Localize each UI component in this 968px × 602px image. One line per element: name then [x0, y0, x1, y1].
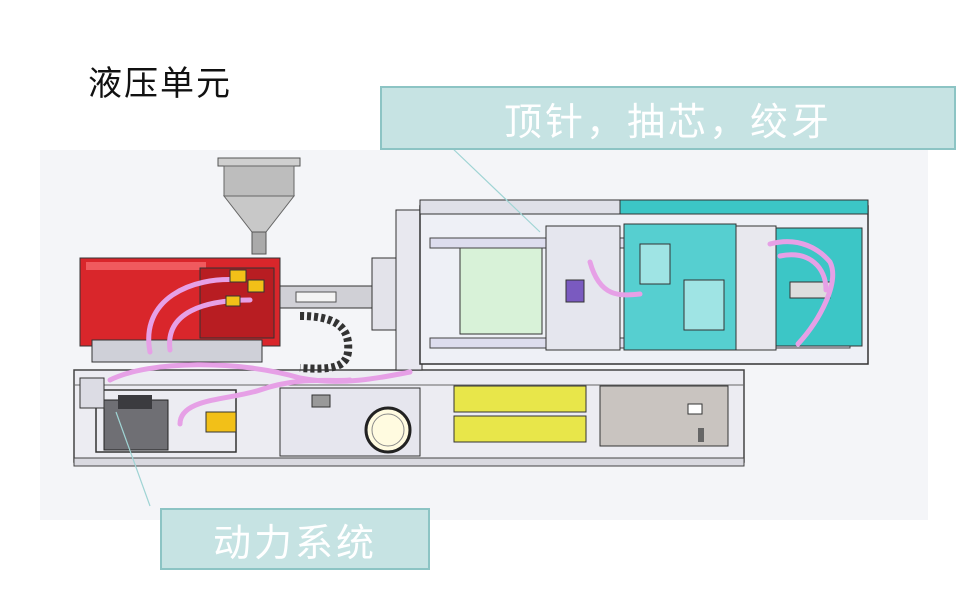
arrow-leader-line	[115, 411, 151, 507]
yellow-panel-1	[453, 385, 587, 413]
valve-block-mold	[565, 279, 585, 303]
oil-tank	[79, 377, 105, 409]
hopper-icon	[223, 165, 295, 197]
gauge-box	[311, 394, 331, 408]
injection-base	[91, 339, 263, 363]
valve-block	[225, 269, 265, 307]
callout-power-system: 动力系统	[160, 508, 430, 570]
round-window	[364, 406, 412, 454]
pump-block	[118, 395, 152, 409]
base-foot	[73, 457, 745, 467]
valve-block-lower	[205, 411, 237, 433]
cable-carrier	[299, 312, 353, 373]
callout-ejector-core-thread: 顶针，抽芯，绞牙	[380, 86, 956, 150]
yellow-panel-2	[453, 415, 587, 443]
mold-green-plate	[459, 243, 543, 335]
motor-block	[103, 399, 169, 451]
hopper-lid	[217, 157, 301, 167]
clamp-cover-top	[419, 199, 621, 215]
slide-title: 液压单元	[88, 64, 232, 104]
arrow-leader-line	[449, 145, 541, 233]
mold-cover-cyan	[619, 199, 869, 215]
base-side-panel	[599, 385, 729, 447]
